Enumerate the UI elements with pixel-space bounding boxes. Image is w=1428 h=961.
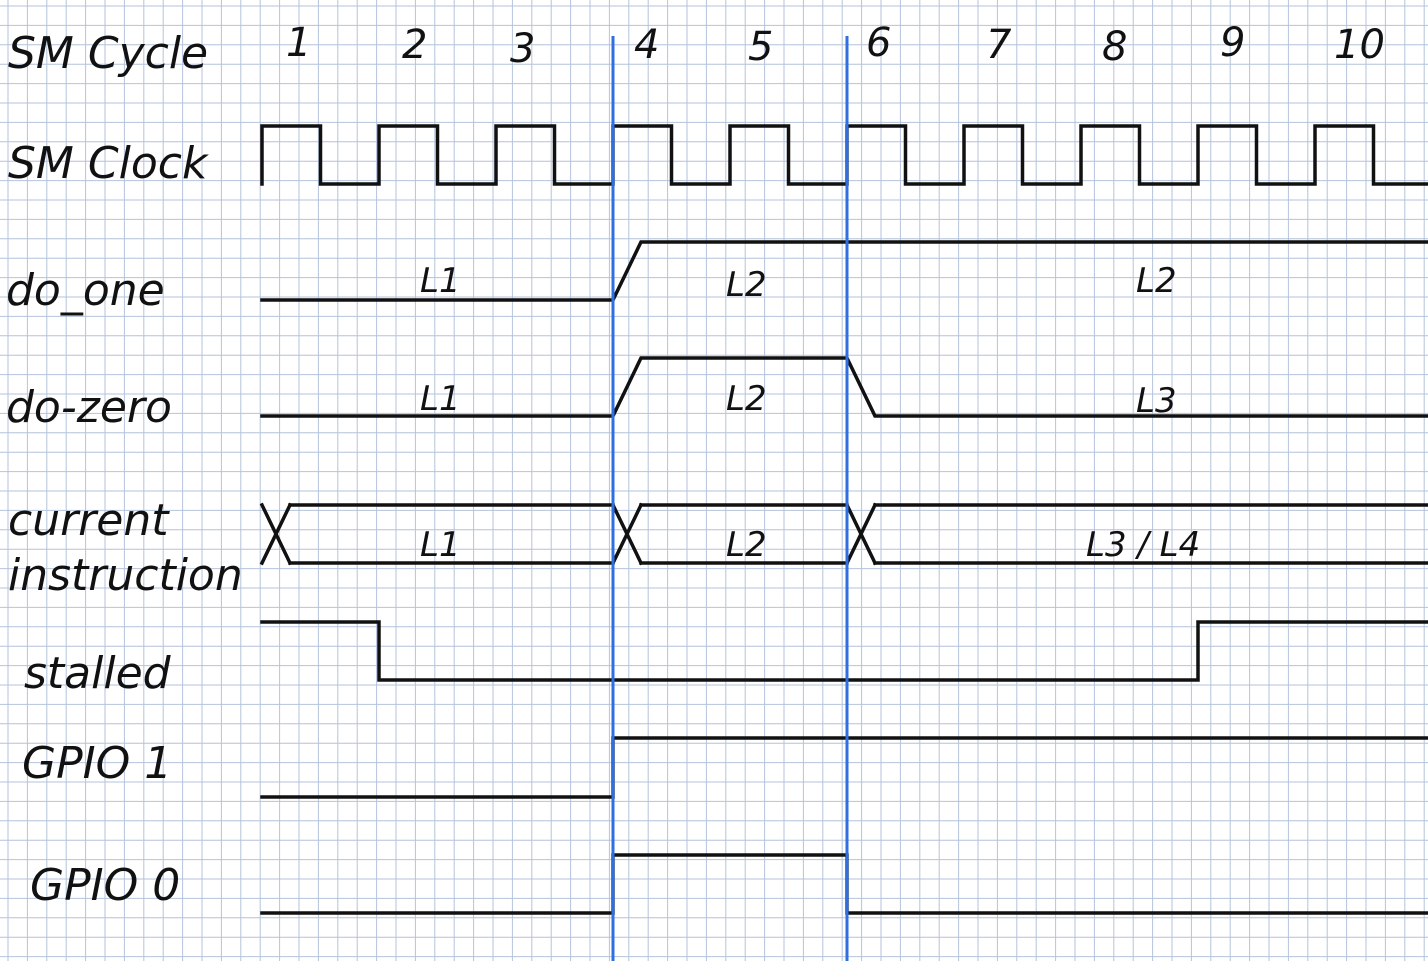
row-label-gpio-0: GPIO 0	[30, 860, 180, 911]
cycle-number: 1	[286, 20, 311, 66]
row-label-do-zero: do-zero	[6, 382, 172, 433]
row-label-sm-cycle: SM Cycle	[8, 28, 208, 79]
row-label-gpio-1: GPIO 1	[22, 738, 172, 789]
row-label-stalled: stalled	[24, 648, 172, 699]
do-one-wave	[260, 240, 1428, 302]
do-zero-label-3: L3	[1136, 381, 1177, 421]
current-instruction-cross	[259, 502, 293, 566]
current-instruction-cross	[610, 502, 644, 566]
cycle-number: 7	[986, 22, 1012, 68]
cycle-number: 10	[1334, 22, 1385, 68]
cycle-markers	[611, 36, 849, 961]
row-label-do-one: do_one	[6, 265, 165, 316]
cycle-number: 6	[866, 20, 891, 66]
cycle-number: 4	[634, 22, 659, 68]
row-label-sm-clock: SM Clock	[8, 138, 209, 189]
gpio-0-wave	[260, 853, 1428, 915]
current-instruction-label-3: L3 / L4	[1086, 525, 1200, 565]
current-instruction-label-2: L2	[726, 525, 767, 565]
cycle-number: 2	[402, 22, 427, 68]
stalled-wave	[260, 620, 1428, 682]
do-zero-wave	[260, 356, 1428, 418]
segment-labels: L1 L2 L2 L1 L2 L3 L1 L2 L3 / L4	[420, 261, 1200, 565]
do-zero-label-2: L2	[726, 379, 767, 419]
row-label-current-instruction-line1: current	[8, 495, 170, 546]
current-instruction-cross	[844, 502, 878, 566]
row-labels: SM Cycle SM Clock do_one do-zero current…	[6, 28, 243, 911]
cycle-number: 5	[748, 24, 773, 70]
do-one-label-2: L2	[726, 265, 767, 305]
cycle-number: 9	[1220, 20, 1245, 66]
cycle-number: 8	[1102, 24, 1127, 70]
cycle-numbers: 1 2 3 4 5 6 7 8 9 10	[286, 20, 1385, 72]
row-label-current-instruction-line2: instruction	[8, 550, 243, 601]
current-instruction-label-1: L1	[420, 525, 461, 565]
do-one-label-3: L2	[1136, 261, 1177, 301]
cycle-number: 3	[510, 26, 535, 72]
do-zero-label-1: L1	[420, 379, 461, 419]
do-one-label-1: L1	[420, 261, 461, 301]
